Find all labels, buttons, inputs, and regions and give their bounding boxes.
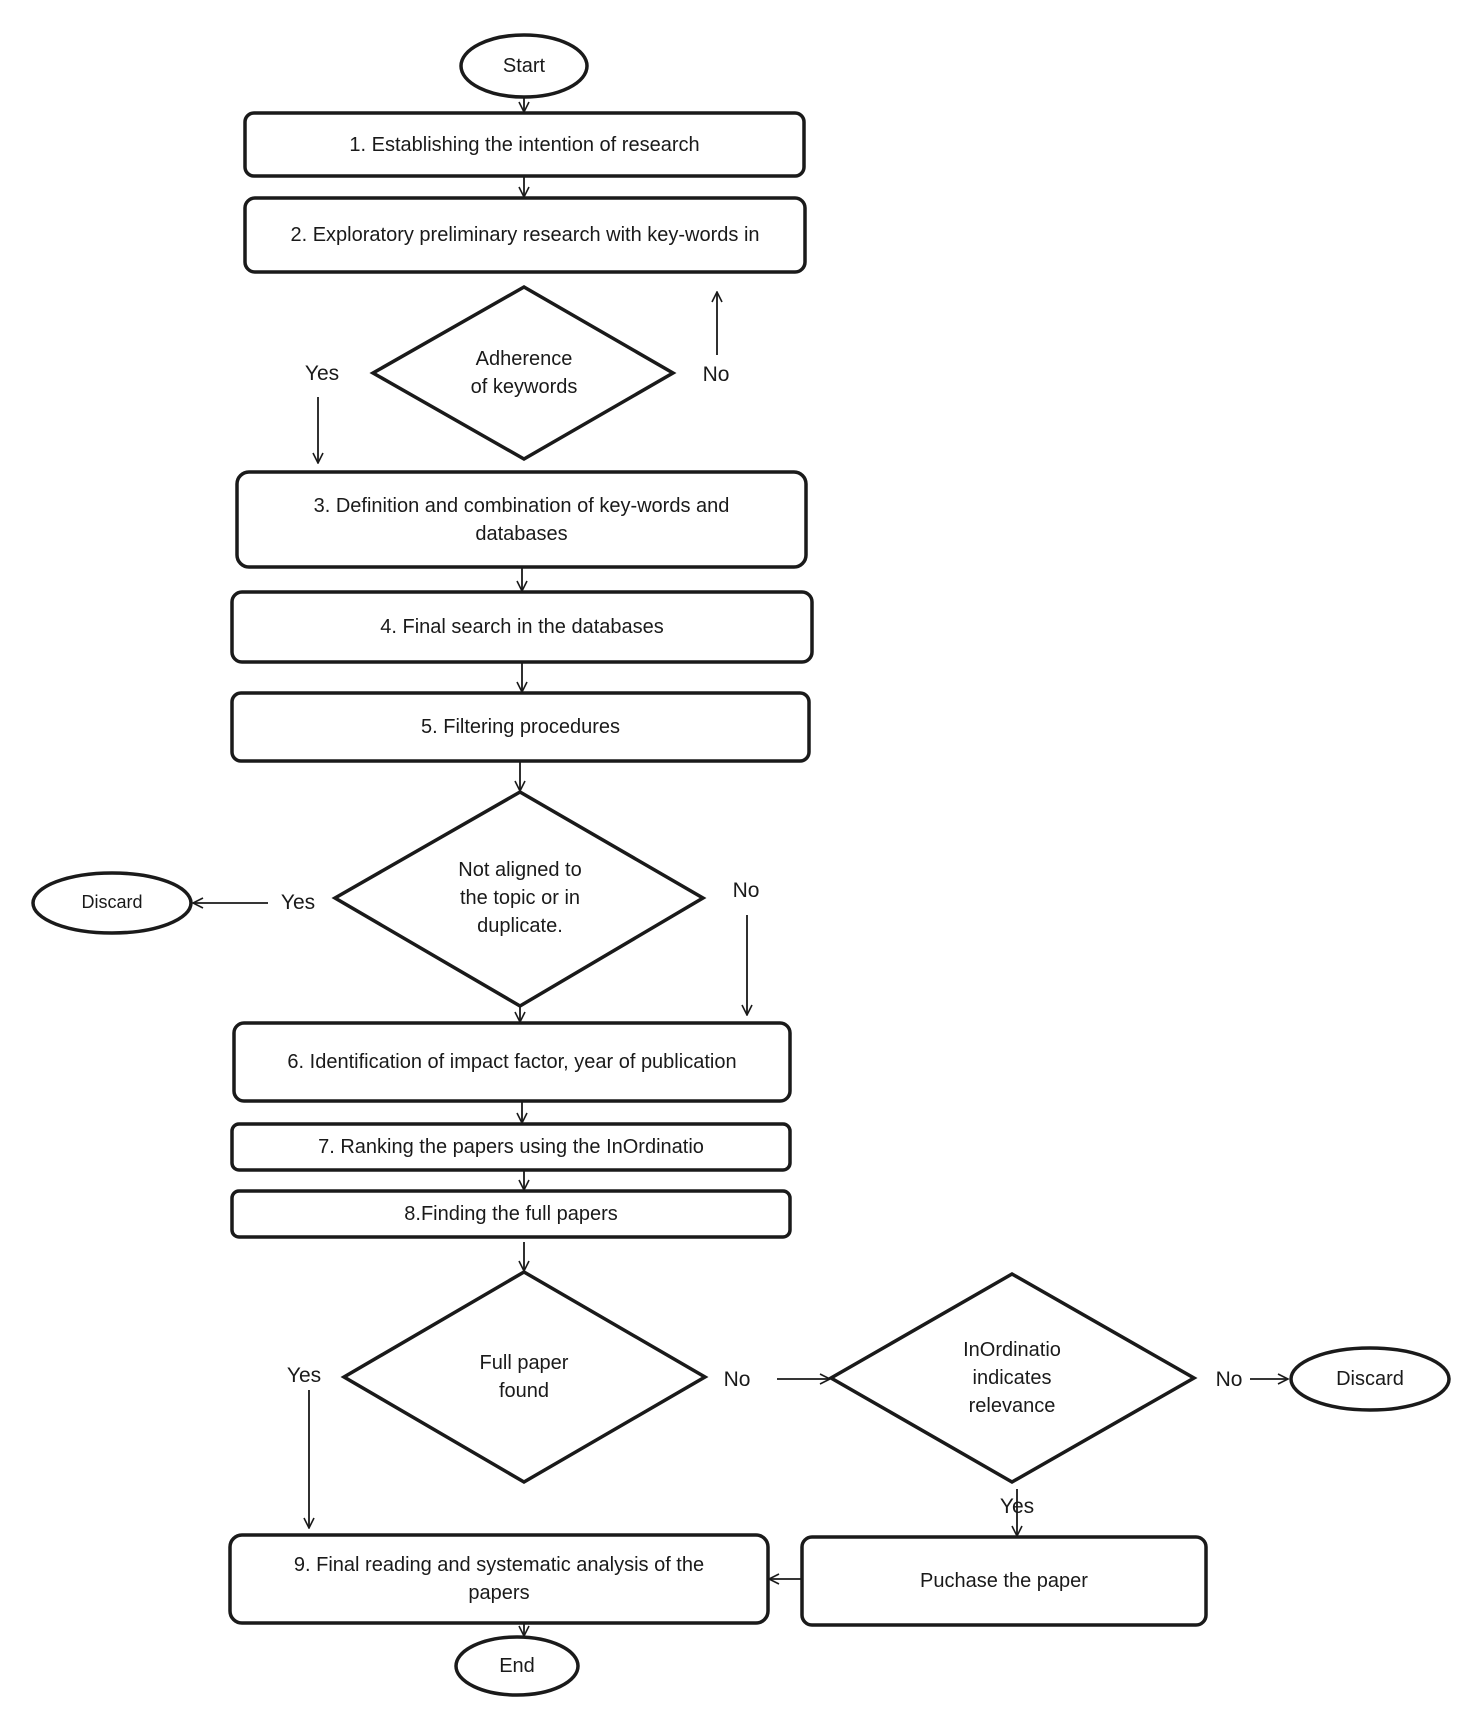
- found-no-label: No: [723, 1368, 751, 1391]
- step9-box: [228, 1533, 770, 1625]
- aligned-no-label: No: [732, 879, 760, 902]
- keywords-yes-label: Yes: [304, 362, 340, 385]
- keywords-no-label: No: [702, 363, 730, 386]
- step6-box: [232, 1021, 792, 1103]
- start-terminator: [459, 33, 589, 99]
- found-yes-label: Yes: [286, 1364, 322, 1387]
- discard-terminator-2: [1289, 1346, 1451, 1412]
- step3-box: [235, 470, 808, 569]
- decision-aligned-diamond: [331, 789, 707, 1009]
- relevance-no-label: No: [1215, 1368, 1243, 1391]
- step8-box: [230, 1189, 792, 1239]
- purchase-box: [800, 1535, 1208, 1627]
- decision-relevance-diamond: [827, 1271, 1198, 1485]
- step5-box: [230, 691, 811, 763]
- end-terminator: [454, 1635, 580, 1697]
- step7-box: [230, 1122, 792, 1172]
- step4-box: [230, 590, 814, 664]
- aligned-yes-label: Yes: [280, 891, 316, 914]
- step1-box: [243, 111, 806, 178]
- decision-keywords-diamond: [369, 284, 677, 462]
- step2-box: [243, 196, 807, 274]
- discard-terminator-1: [31, 871, 193, 935]
- relevance-yes-label: Yes: [999, 1495, 1035, 1518]
- decision-found-diamond: [340, 1269, 709, 1485]
